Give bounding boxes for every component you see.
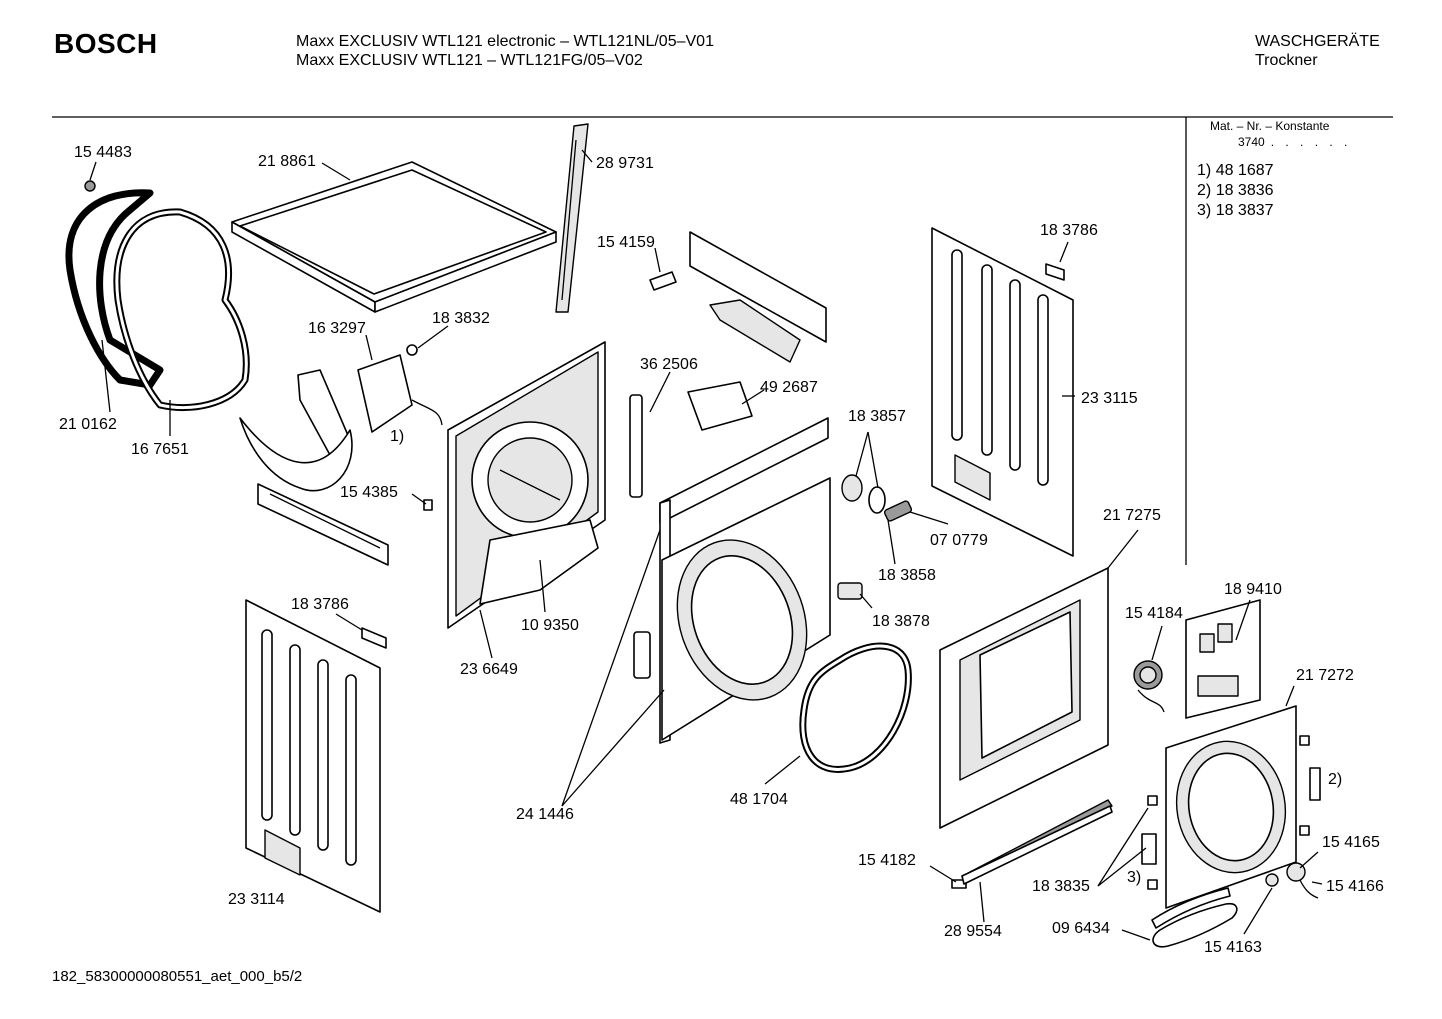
label-21-8861: 21 8861 [258, 153, 316, 170]
label-18-3835: 18 3835 [1032, 878, 1090, 895]
label-16-7651: 16 7651 [131, 441, 189, 458]
ref-note-1: 1) [390, 428, 404, 445]
model-line-2: Maxx EXCLUSIV WTL121 – WTL121FG/05–V02 [296, 52, 643, 69]
control-bracket-part [649, 231, 827, 363]
label-24-1446: 24 1446 [516, 806, 574, 823]
label-21-0162: 21 0162 [59, 416, 117, 433]
part-labels: 15 4483 21 8861 28 9731 15 4159 18 3786 … [59, 144, 1384, 956]
label-18-3786-right: 18 3786 [1040, 222, 1098, 239]
model-title: Maxx EXCLUSIV WTL121 electronic – WTL121… [296, 32, 714, 70]
label-15-4166: 15 4166 [1326, 878, 1384, 895]
label-15-4163: 15 4163 [1204, 939, 1262, 956]
label-15-4385: 15 4385 [340, 484, 398, 501]
label-09-6434: 09 6434 [1052, 920, 1110, 937]
rear-panel-part [447, 341, 606, 629]
label-15-4483: 15 4483 [74, 144, 132, 161]
label-28-9554: 28 9554 [944, 923, 1002, 940]
label-23-6649: 23 6649 [460, 661, 518, 678]
constant-title: Mat. – Nr. – Konstante [1210, 119, 1330, 133]
drum-rear-seal-part [65, 180, 250, 412]
model-line-1: Maxx EXCLUSIV WTL121 electronic – WTL121… [296, 33, 714, 50]
note-marker: 3) [1197, 202, 1212, 219]
note-number: 48 1687 [1215, 162, 1274, 179]
label-48-1704: 48 1704 [730, 791, 788, 808]
motor-assembly-part [239, 344, 443, 492]
label-15-4165: 15 4165 [1322, 834, 1380, 851]
label-18-3858: 18 3858 [878, 567, 936, 584]
label-28-9731: 28 9731 [596, 155, 654, 172]
note-number: 18 3836 [1215, 182, 1274, 199]
label-15-4182: 15 4182 [858, 852, 916, 869]
label-18-3832: 18 3832 [432, 310, 490, 327]
label-18-9410: 18 9410 [1224, 581, 1282, 598]
label-18-3857: 18 3857 [848, 408, 906, 425]
door-seal-part [799, 642, 912, 773]
left-side-panel-part [245, 599, 387, 913]
constant-dots: . . . . . . [1270, 135, 1352, 149]
small-parts [423, 474, 1321, 899]
constant-value: 3740 [1238, 135, 1265, 149]
note-marker: 2) [1197, 182, 1212, 199]
front-frame-part [629, 381, 831, 744]
door-frame-part [1141, 705, 1310, 909]
top-cover-part [231, 161, 557, 313]
note-number: 18 3837 [1215, 202, 1274, 219]
label-21-7272: 21 7272 [1296, 667, 1354, 684]
constant-value-row: 3740 . . . . . . [1238, 135, 1351, 149]
label-36-2506: 36 2506 [640, 356, 698, 373]
category-title: WASCHGERÄTE Trockner [1255, 32, 1380, 70]
support-rail-part [257, 483, 389, 566]
label-18-3878: 18 3878 [872, 613, 930, 630]
brand-logo: BOSCH [54, 28, 158, 59]
label-07-0779: 07 0779 [930, 532, 988, 549]
door-latch-part [1133, 599, 1261, 719]
ref-note-2: 2) [1328, 771, 1342, 788]
label-23-3115: 23 3115 [1081, 390, 1138, 407]
subcategory: Trockner [1255, 52, 1318, 69]
bottom-profile-part [961, 799, 1113, 885]
drawing-reference-footer: 182_58300000080551_aet_000_b5/2 [52, 968, 303, 985]
label-15-4159: 15 4159 [597, 234, 655, 251]
label-21-7275: 21 7275 [1103, 507, 1161, 524]
note-item: 2) 18 3836 [1197, 181, 1274, 201]
leader-lines [89, 149, 1323, 941]
note-marker: 1) [1197, 162, 1212, 179]
note-item: 1) 48 1687 [1197, 161, 1274, 181]
label-16-3297: 16 3297 [308, 320, 366, 337]
label-18-3786-left: 18 3786 [291, 596, 349, 613]
note-item: 3) 18 3837 [1197, 201, 1274, 221]
right-side-panel-part [931, 227, 1074, 557]
door-handle-part [1151, 887, 1238, 948]
label-10-9350: 10 9350 [521, 617, 579, 634]
label-23-3114: 23 3114 [228, 891, 285, 908]
ref-note-3: 3) [1127, 869, 1141, 886]
front-panel-part [939, 567, 1109, 829]
category: WASCHGERÄTE [1255, 33, 1380, 50]
label-15-4184: 15 4184 [1125, 605, 1183, 622]
label-49-2687: 49 2687 [760, 379, 818, 396]
notes-list: 1) 48 1687 2) 18 3836 3) 18 3837 [1197, 161, 1274, 221]
vertical-strip-part [555, 123, 589, 313]
